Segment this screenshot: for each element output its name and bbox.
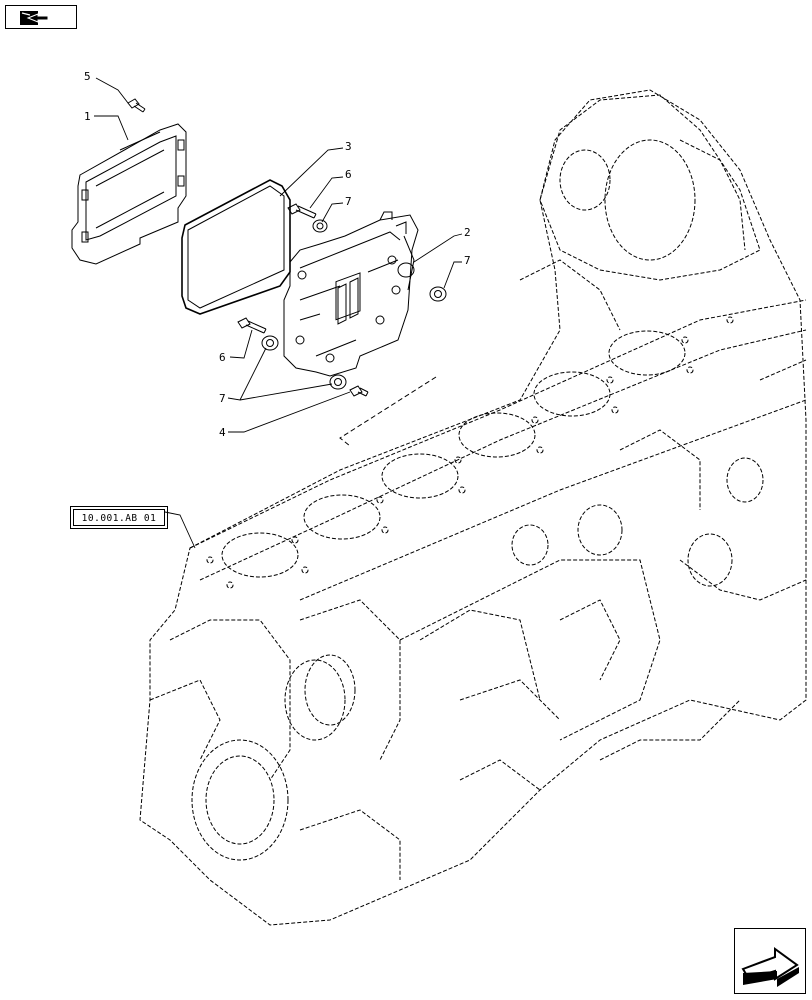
alignment-leader <box>339 376 437 447</box>
gasket-part-3 <box>181 179 291 315</box>
control-module-part-2 <box>283 211 419 377</box>
ecu-housing-part-1 <box>71 123 187 265</box>
callout-number: 6 <box>345 168 352 181</box>
engine-block-outline <box>139 89 807 926</box>
washer-part-7-bottom <box>329 374 347 390</box>
bolt-part-6-lower <box>237 317 267 334</box>
washer-part-7-upper <box>312 219 328 233</box>
screw-part-5 <box>127 98 146 113</box>
callout-number: 3 <box>345 140 352 153</box>
stud-part-4 <box>349 385 369 397</box>
callout-number: 7 <box>345 195 352 208</box>
callout-number: 5 <box>84 70 91 83</box>
callout-number: 1 <box>84 110 91 123</box>
bolt-part-6-upper <box>287 203 317 219</box>
previous-page-button[interactable] <box>5 5 77 29</box>
callout-leaders <box>94 77 463 549</box>
section-reference-link[interactable]: 10.001.AB 01 <box>70 506 168 529</box>
washer-part-7-lower <box>261 335 279 351</box>
callout-number: 7 <box>219 392 226 405</box>
callout-number: 6 <box>219 351 226 364</box>
callout-number: 2 <box>464 226 471 239</box>
callout-number: 4 <box>219 426 226 439</box>
next-page-arrow-icon <box>741 947 799 987</box>
next-page-button[interactable] <box>734 928 806 994</box>
book-back-arrow-icon <box>20 11 49 25</box>
callout-number: 7 <box>464 254 471 267</box>
washer-part-7-right <box>429 286 447 302</box>
